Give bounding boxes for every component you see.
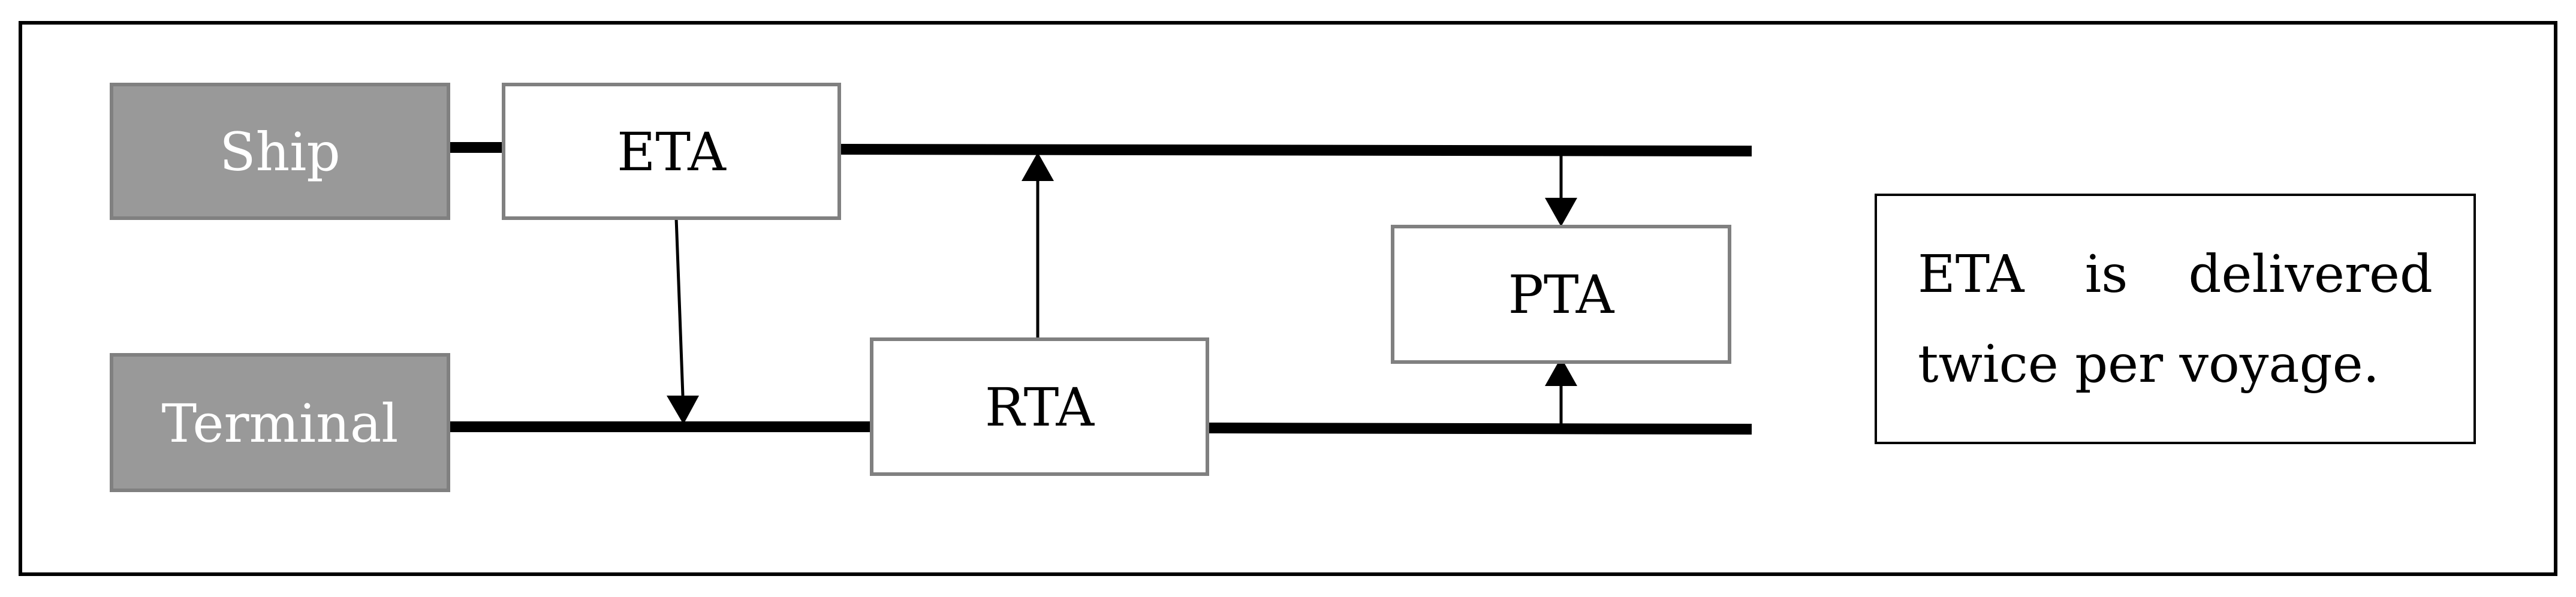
- eta-box: ETA: [502, 83, 841, 220]
- pta-box: PTA: [1391, 225, 1731, 364]
- pta-arrow-down: [1545, 155, 1577, 227]
- pta-arrow-up: [1545, 357, 1577, 424]
- eta-arrow: [667, 218, 699, 424]
- eta-label: ETA: [617, 121, 727, 183]
- terminal-label: Terminal: [162, 393, 399, 454]
- outer-frame: [19, 21, 2557, 576]
- ship-label: Ship: [219, 121, 340, 183]
- ship-actor: Ship: [110, 83, 450, 220]
- pta-label: PTA: [1508, 264, 1615, 325]
- terminal-timeline-right: [1207, 423, 1752, 435]
- rta-box: RTA: [870, 337, 1209, 476]
- rta-arrow: [1022, 152, 1054, 339]
- terminal-actor: Terminal: [110, 353, 450, 492]
- note-box: ETA is delivered twice per voyage.: [1875, 194, 2476, 444]
- rta-label: RTA: [985, 376, 1095, 438]
- ship-timeline: [839, 144, 1752, 156]
